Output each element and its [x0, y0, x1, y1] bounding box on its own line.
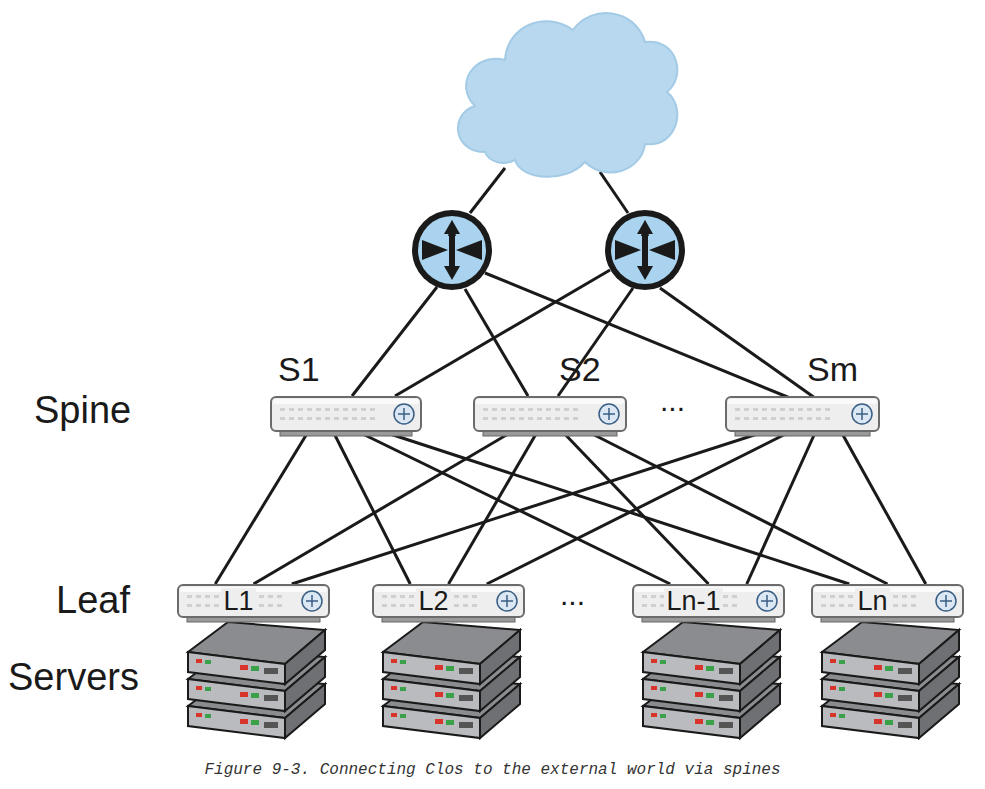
link-line [292, 432, 764, 584]
link-line [487, 432, 790, 584]
figure-caption: Figure 9-3. Connecting Clos to the exter… [204, 761, 780, 779]
cloud-shape: External World [445, 2, 685, 185]
ellipsis: ... [660, 384, 685, 418]
server-stack [822, 622, 959, 738]
tier-label: Leaf [56, 579, 130, 622]
switch-icon [270, 396, 422, 432]
leaf-switch: L1 [177, 584, 330, 618]
server-stack [643, 622, 780, 738]
server-stacks [188, 622, 959, 738]
switch-name: Sm [807, 350, 858, 389]
router-symbols [412, 210, 685, 290]
switch-name: Ln-1 [664, 588, 722, 615]
switch-name: S1 [278, 350, 320, 389]
tier-label: Spine [34, 389, 131, 432]
link-line [589, 432, 888, 584]
server-stack [188, 622, 325, 738]
switch-name: Ln [855, 588, 889, 615]
link-line [359, 432, 671, 584]
link-line [333, 432, 410, 584]
router-symbol [412, 210, 492, 290]
switch-name: L1 [221, 588, 255, 615]
link-line [841, 432, 926, 584]
switch-name: S2 [559, 350, 601, 389]
router-links [352, 168, 815, 398]
spine-switch: S1 [270, 396, 422, 432]
link-line [747, 432, 816, 584]
ellipsis: ... [560, 578, 585, 612]
leaf-switch: Ln [811, 584, 964, 618]
switch-icon [725, 396, 880, 432]
link-line [384, 432, 849, 584]
link-line [254, 432, 512, 584]
switch-icon [473, 396, 627, 432]
server-stack [383, 622, 520, 738]
switch-name: L2 [416, 588, 450, 615]
router-symbol [605, 210, 685, 290]
leaf-switch: Ln-1 [632, 584, 785, 618]
leaf-switch: L2 [372, 584, 525, 618]
cloud-outline [445, 2, 685, 185]
spine-switch: S2 [473, 396, 627, 432]
spine-switch: Sm [725, 396, 880, 432]
tier-label: Servers [8, 656, 139, 699]
